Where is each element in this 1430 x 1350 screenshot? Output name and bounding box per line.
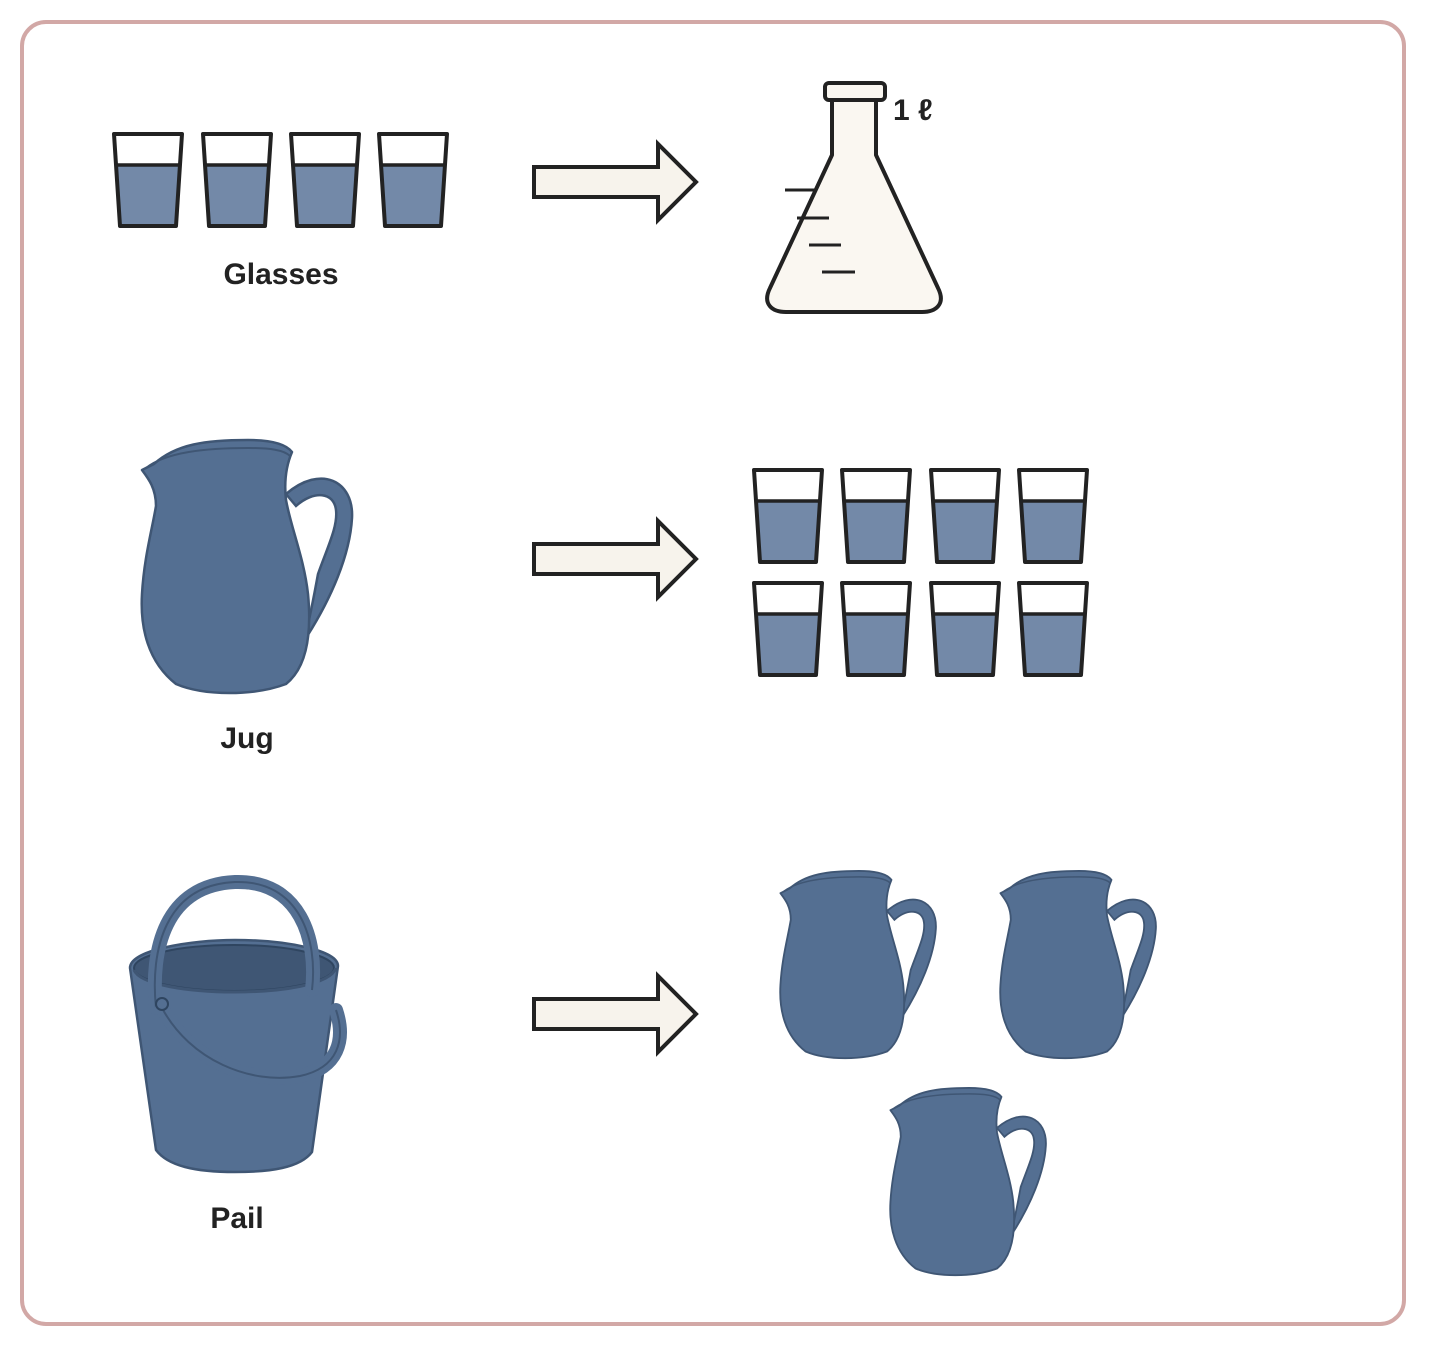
flask-volume-label: 1 ℓ xyxy=(893,94,933,127)
pail-icon xyxy=(128,874,347,1174)
glass-icon xyxy=(752,581,824,677)
glass-icon xyxy=(929,468,1001,564)
arrow-icon xyxy=(532,519,698,599)
row-jug xyxy=(140,438,1089,695)
row-glasses xyxy=(112,81,943,314)
glass-icon xyxy=(112,132,184,228)
glass-icon xyxy=(752,468,824,564)
result-glasses-group xyxy=(752,468,1089,677)
result-jugs-group xyxy=(779,870,1157,1277)
pail-label: Pail xyxy=(210,1202,264,1235)
glasses-label: Glasses xyxy=(223,258,339,291)
glass-icon xyxy=(929,581,1001,677)
jug-icon xyxy=(779,870,937,1060)
glass-icon xyxy=(377,132,449,228)
glass-icon xyxy=(840,581,912,677)
jug-label: Jug xyxy=(220,722,274,755)
jug-icon xyxy=(999,870,1157,1060)
row-pail xyxy=(128,870,1157,1277)
arrow-icon xyxy=(532,974,698,1054)
glass-icon xyxy=(289,132,361,228)
arrow-icon xyxy=(532,142,698,222)
flask-icon xyxy=(765,81,943,314)
glass-icon xyxy=(840,468,912,564)
glass-icon xyxy=(201,132,273,228)
glass-icon xyxy=(1017,581,1089,677)
glass-icon xyxy=(1017,468,1089,564)
jug-icon xyxy=(140,438,354,695)
source-glasses-group xyxy=(112,132,449,228)
jug-icon xyxy=(889,1087,1047,1277)
